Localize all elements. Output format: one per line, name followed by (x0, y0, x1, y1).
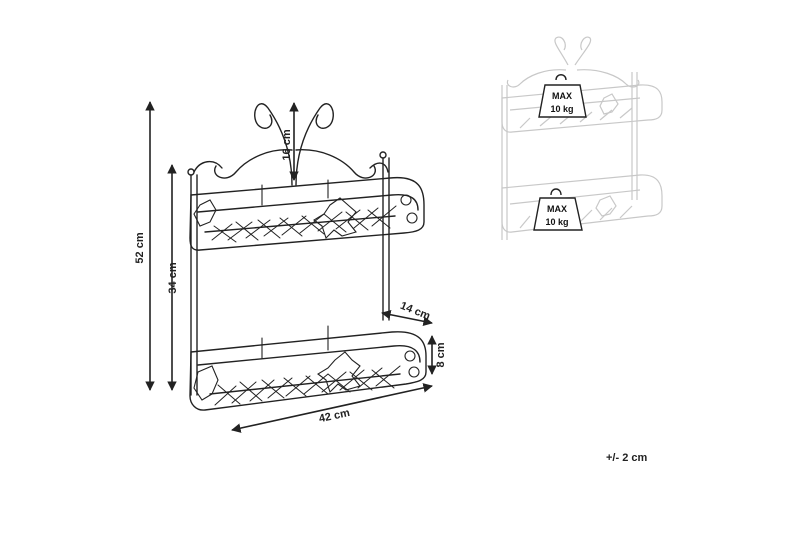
dimension-labels: 52 cm 34 cm 16 cm 14 cm 8 cm 42 cm (134, 129, 447, 425)
weight-badge-lower: MAX 10 kg (533, 188, 583, 231)
frame-uprights (190, 157, 390, 396)
label-34cm: 34 cm (167, 262, 179, 293)
scroll-ornament (187, 103, 389, 186)
label-8cm: 8 cm (435, 342, 447, 367)
rack-drawing (187, 103, 427, 411)
lower-badge-max: MAX (547, 204, 567, 214)
tolerance-note: +/- 2 cm (606, 452, 648, 464)
upper-shelf (189, 176, 425, 251)
weight-badge-upper: MAX 10 kg (538, 74, 587, 118)
load-capacity-drawing (501, 36, 663, 240)
lower-shelf (189, 331, 427, 411)
back-frame (261, 179, 329, 359)
upper-shelf-lattice (211, 205, 397, 243)
upper-badge-max: MAX (552, 91, 572, 101)
upper-badge-weight: 10 kg (550, 104, 573, 114)
dimension-lines (145, 101, 437, 433)
label-52cm: 52 cm (134, 232, 146, 263)
dim-line-42 (231, 383, 433, 433)
lower-badge-weight: 10 kg (545, 217, 568, 227)
label-16cm: 16 cm (281, 129, 293, 160)
dim-line-14 (381, 309, 433, 327)
